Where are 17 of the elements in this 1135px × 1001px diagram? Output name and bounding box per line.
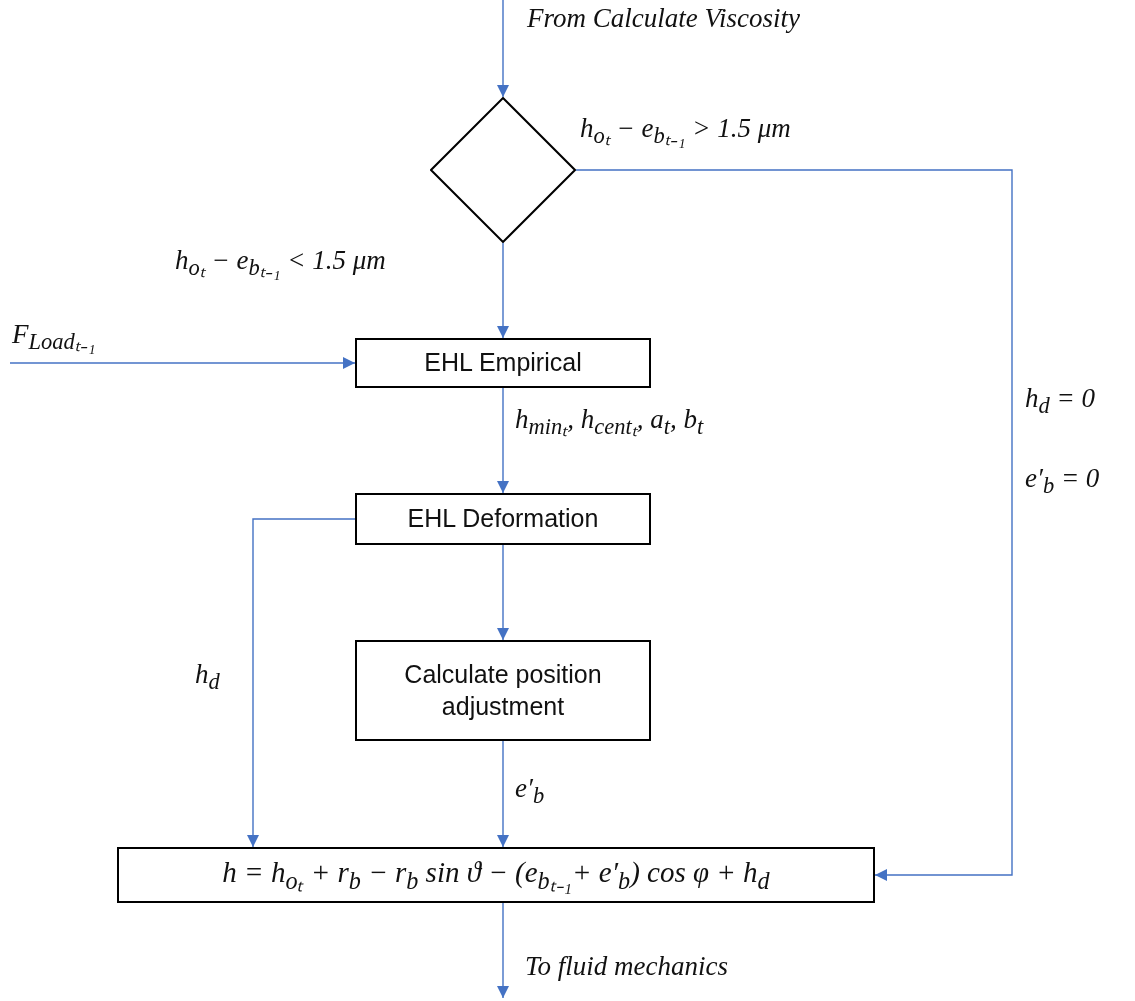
arrow (497, 242, 509, 339)
arrow (497, 387, 509, 494)
process-box (355, 640, 651, 741)
process-box (355, 338, 651, 388)
box-label: EHL Empirical (424, 347, 582, 379)
arrow (9, 357, 356, 369)
arrow (497, 0, 509, 98)
box-label: EHL Deformation (407, 503, 599, 535)
box-label: Calculate position adjustment (403, 659, 603, 722)
formula: h = h$_{oₜ}$ + r$_{b}$ − r$_{b}$ sin ϑ − (e$_{bₜ₋₁}$+ e′$_{b}$) cos φ + h$_{d}$ (222, 855, 770, 896)
arrow (497, 544, 509, 641)
process-box (355, 493, 651, 545)
arrow (497, 740, 509, 848)
arrow (247, 518, 356, 848)
formula-box (117, 847, 875, 903)
arrow (575, 169, 1013, 881)
arrow (497, 902, 509, 999)
